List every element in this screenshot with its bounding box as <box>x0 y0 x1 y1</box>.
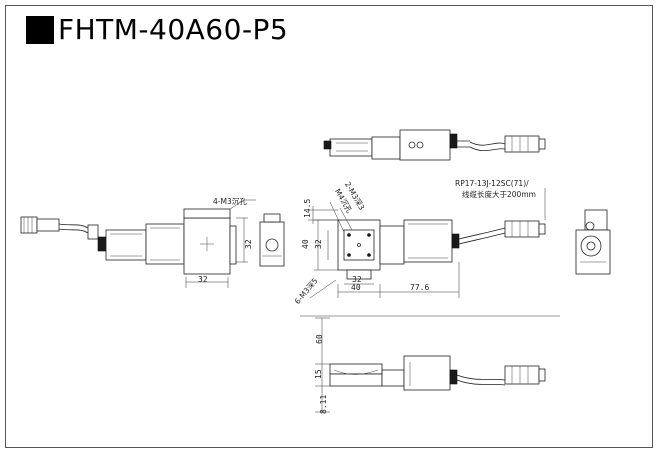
dim-top-upper: 14.5 <box>303 199 312 218</box>
dim-top-width: 40 <box>351 283 361 292</box>
side-view-bottom <box>329 355 546 391</box>
side-view-dimensions <box>300 315 560 413</box>
top-elevation-view <box>323 129 546 161</box>
top-center-view <box>337 219 546 280</box>
drawing-frame <box>5 5 653 448</box>
dim-side-offset: 15 <box>314 369 323 379</box>
end-view-small <box>259 213 285 267</box>
dim-side-bottom: 8.11 <box>319 395 328 414</box>
dim-front-height: 32 <box>244 239 253 249</box>
dim-top-inner-width: 32 <box>352 275 362 284</box>
title-block: FHTM-40A60-P5 <box>26 14 288 46</box>
side-hole-note: 4-M3沉孔 <box>213 197 247 206</box>
front-view-left <box>20 208 237 275</box>
dim-top-height: 40 <box>301 239 310 249</box>
dim-motor-length: 77.6 <box>410 283 429 292</box>
connector-note-2: 线缆长度大于200mm <box>462 189 536 199</box>
page-title: FHTM-40A60-P5 <box>58 13 289 46</box>
connector-note-1: RP17-13J-12SC(71)/ <box>455 179 529 188</box>
dim-top-inner-height: 32 <box>314 239 323 249</box>
bottom-hole-note: 6-M3深5 <box>293 276 320 306</box>
dim-side-height: 60 <box>315 334 324 344</box>
dim-front-width: 32 <box>198 275 208 284</box>
top-center-dimensions <box>308 188 546 299</box>
end-view-right <box>575 209 611 275</box>
title-square-icon <box>26 16 54 44</box>
front-view-dimensions <box>185 199 256 288</box>
